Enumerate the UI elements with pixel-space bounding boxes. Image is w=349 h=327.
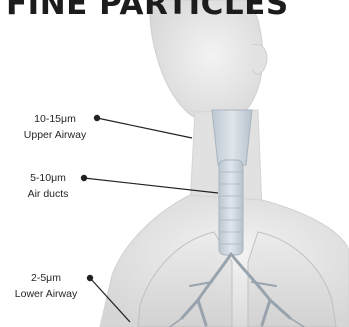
air-ducts-region: Air ducts (20, 186, 76, 202)
upper-airway-region: Upper Airway (20, 127, 90, 143)
page-title: FINE PARTICLES (6, 0, 289, 22)
lower-airway-label: 2-5μm Lower Airway (10, 270, 82, 302)
air-ducts-label: 5-10μm Air ducts (20, 170, 76, 202)
larynx-illustration (212, 110, 252, 165)
upper-airway-leader-line (97, 118, 192, 138)
trachea-illustration (219, 160, 243, 255)
upper-airway-label: 10-15μm Upper Airway (20, 111, 90, 143)
lower-airway-region: Lower Airway (10, 286, 82, 302)
air-ducts-size: 5-10μm (20, 170, 76, 186)
ear-silhouette (252, 44, 267, 74)
lower-airway-size: 2-5μm (10, 270, 82, 286)
upper-airway-size: 10-15μm (20, 111, 90, 127)
